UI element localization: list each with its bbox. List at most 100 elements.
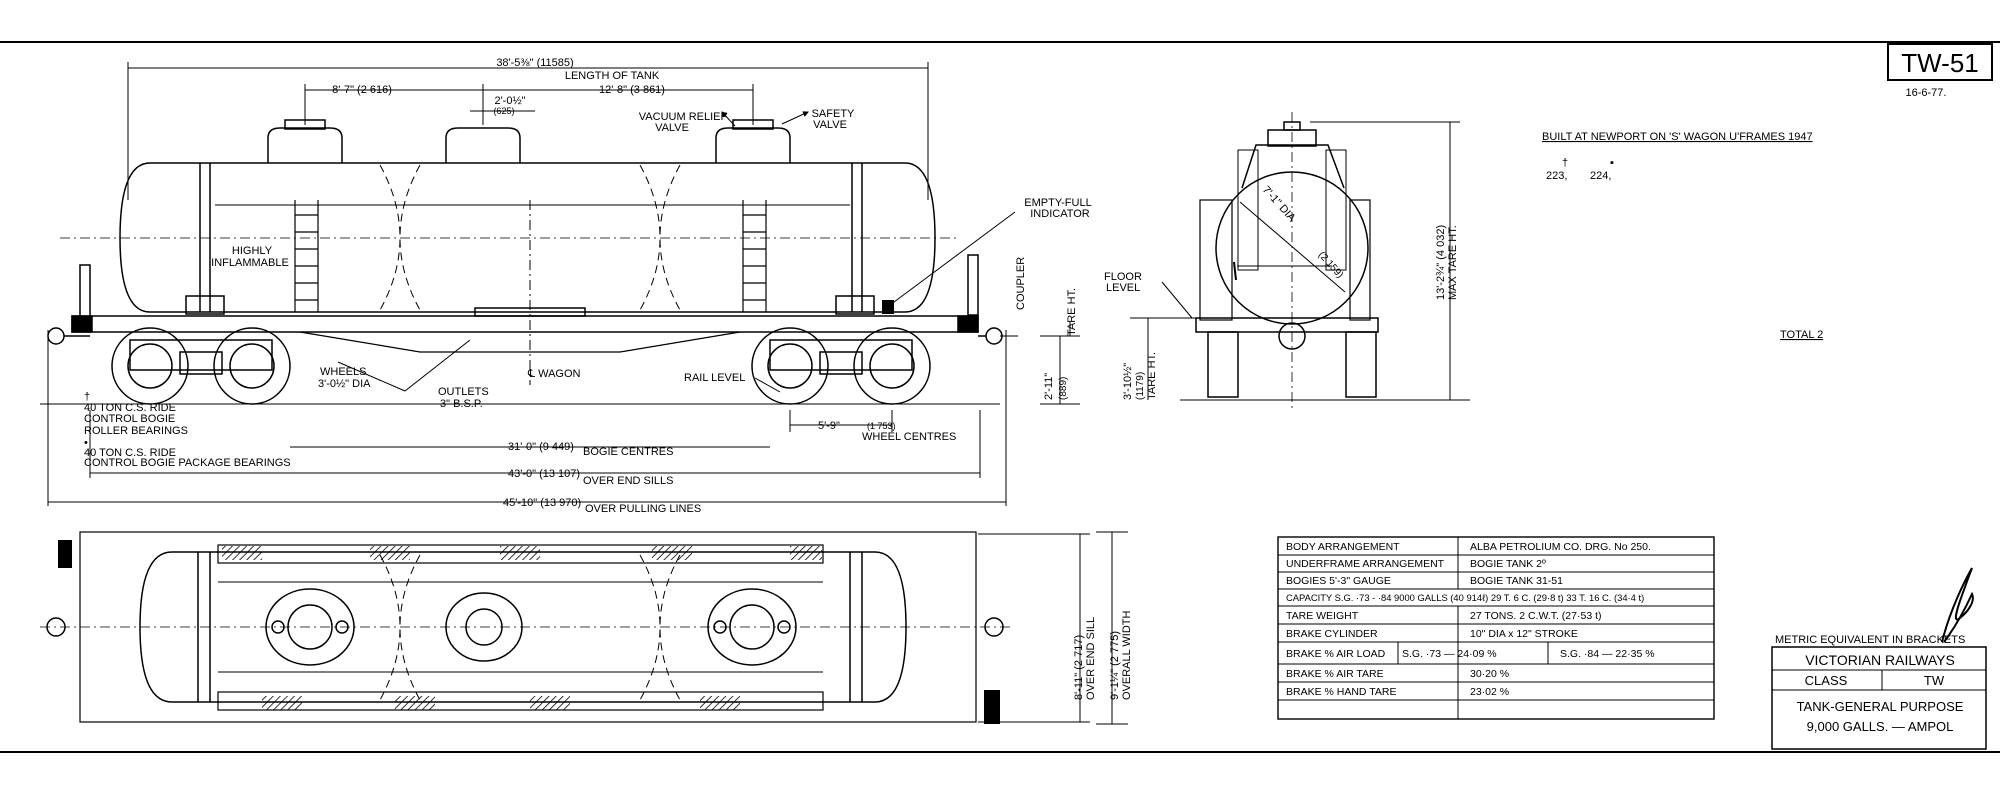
dome-centre (445, 127, 521, 163)
drawing-date: 16-6-77. (1906, 87, 1947, 99)
end-view-text: 7'-1" DIA (2 159) FLOOR LEVEL 3'-10½" (1… (1104, 184, 1459, 400)
dim-end-sill-width: 8'-11" (2 717) (1073, 635, 1085, 700)
build-note: BUILT AT NEWPORT ON 'S' WAGON U'FRAMES 1… (1542, 131, 1813, 143)
svg-text:23·02 %: 23·02 % (1470, 686, 1509, 698)
spec-body-arrangement: BODY ARRANGEMENT (1286, 541, 1400, 553)
dim-max-tare-height: 13'-2¾" (4 032) (1435, 225, 1447, 300)
bogie-right (751, 327, 931, 405)
svg-text:40 TON C.S. RIDE: 40 TON C.S. RIDE (84, 447, 176, 459)
build-info: BUILT AT NEWPORT ON 'S' WAGON U'FRAMES 1… (1542, 131, 1823, 341)
svg-text:(1179): (1179) (1135, 372, 1146, 400)
dim-overall-width: 9'-1¼" (2 775) (1109, 631, 1121, 700)
drawing-number-box: TW-51 16-6-77. (1887, 43, 1993, 99)
svg-text:(1 753): (1 753) (867, 421, 896, 431)
spec-tare-weight: TARE WEIGHT (1286, 610, 1359, 622)
label-outlets: OUTLETS (438, 386, 489, 398)
signature-mark (1941, 567, 1974, 643)
tank-body (119, 162, 936, 313)
spec-capacity: CAPACITY S.G. ·73 - ·84 9000 GALLS (40 9… (1286, 592, 1644, 603)
dim-tank-diameter: 7'-1" DIA (1260, 184, 1298, 225)
svg-text:(2 159): (2 159) (1316, 250, 1345, 281)
svg-text:BOGIE TANK 31-51: BOGIE TANK 31-51 (1470, 575, 1563, 587)
underframe-sole-bar (71, 315, 979, 333)
svg-text:BOGIE CENTRES: BOGIE CENTRES (583, 446, 673, 458)
svg-text:40 TON C.S. RIDE: 40 TON C.S. RIDE (84, 402, 176, 414)
wagon-capacity-owner: 9,000 GALLS. — AMPOL (1807, 719, 1954, 734)
label-coupler: COUPLER (1015, 257, 1027, 310)
dim-wheel-centres: 5'-9" (818, 420, 840, 432)
svg-text:ROLLER BEARINGS: ROLLER BEARINGS (84, 425, 188, 437)
dim-end-sills: 43'-0" (13 107) (508, 468, 580, 480)
dim-floor-height: 3'-10½" (1122, 363, 1134, 400)
svg-text:VALVE: VALVE (655, 122, 689, 134)
dome-right (715, 127, 791, 163)
dim-tank-length-label: LENGTH OF TANK (565, 70, 660, 82)
spec-brake-cylinder: BRAKE CYLINDER (1286, 628, 1378, 640)
spec-brake-air-tare: BRAKE % AIR TARE (1286, 668, 1384, 680)
ladder-left (294, 200, 319, 312)
svg-text:ALBA PETROLIUM CO. DRG. No 250: ALBA PETROLIUM CO. DRG. No 250. (1470, 541, 1651, 553)
svg-text:CONTROL BOGIE: CONTROL BOGIE (84, 413, 175, 425)
plan-hatching (58, 540, 1000, 724)
svg-text:TARE HT.: TARE HT. (1146, 352, 1158, 400)
class-label: CLASS (1805, 673, 1848, 688)
svg-text:3'-0½" DIA: 3'-0½" DIA (318, 378, 371, 390)
dim-dome-right: 12'-8" (3 861) (599, 84, 665, 96)
spec-underframe: UNDERFRAME ARRANGEMENT (1286, 558, 1445, 570)
underframe-truss (299, 331, 741, 353)
dim-dome-width-metric: (625) (493, 106, 514, 116)
spec-bogies: BOGIES 5'-3" GAUGE (1286, 575, 1391, 587)
svg-text:VALVE: VALVE (813, 119, 847, 131)
railway-name: VICTORIAN RAILWAYS (1805, 652, 1955, 668)
plan-coupler-left (46, 617, 66, 637)
svg-text:CONTROL BOGIE PACKAGE BEARINGS: CONTROL BOGIE PACKAGE BEARINGS (84, 457, 291, 469)
end-view-floor (1195, 317, 1379, 333)
svg-text:INFLAMMABLE: INFLAMMABLE (211, 257, 289, 269)
label-rail-level: RAIL LEVEL (684, 372, 745, 384)
plan-view-text: 8'-11" (2 717) OVER END SILL 9'-1¼" (2 7… (1073, 611, 1133, 700)
side-elevation-view (40, 119, 1003, 405)
svg-text:OVER PULLING LINES: OVER PULLING LINES (585, 503, 701, 515)
label-safety-valve: SAFETY (812, 108, 855, 120)
dim-bogie-centres: 31'-0" (9 449) (508, 441, 574, 453)
wagon-number-223: 223, (1546, 170, 1567, 182)
bogie-left (111, 327, 291, 405)
spec-brake-air-load: BRAKE % AIR LOAD (1286, 648, 1386, 660)
dome-left (267, 127, 343, 163)
label-tare-ht: TARE HT. (1066, 288, 1078, 336)
label-vacuum-relief: VACUUM RELIEF (639, 111, 728, 123)
dim-coupler-height: 2'-11" (1043, 373, 1055, 400)
dim-dome-width: 2'-0½" (494, 95, 525, 107)
svg-text:OVERALL WIDTH: OVERALL WIDTH (1121, 611, 1133, 700)
class-value: TW (1924, 673, 1945, 688)
svg-text:27 TONS. 2 C.W.T. (27·53 t): 27 TONS. 2 C.W.T. (27·53 t) (1470, 610, 1602, 622)
title-block: METRIC EQUIVALENT IN BRACKETS VICTORIAN … (1771, 567, 1987, 750)
svg-text:BOGIE TANK 2º: BOGIE TANK 2º (1470, 558, 1546, 570)
wagon-description: TANK-GENERAL PURPOSE (1797, 699, 1964, 714)
spec-table (1277, 536, 1715, 720)
svg-text:▪: ▪ (1610, 157, 1614, 169)
plan-tank-outline (139, 551, 907, 703)
label-highly-inflammable: HIGHLY (232, 245, 273, 257)
plan-walkway-top (217, 544, 824, 564)
spec-table-text: BODY ARRANGEMENT ALBA PETROLIUM CO. DRG.… (1286, 541, 1655, 698)
svg-text:3" B.S.P.: 3" B.S.P. (440, 398, 483, 410)
svg-text:10" DIA x 12" STROKE: 10" DIA x 12" STROKE (1470, 628, 1578, 640)
indicator-block (882, 300, 894, 314)
svg-text:S.G. ·84 — 22·35 %: S.G. ·84 — 22·35 % (1560, 648, 1655, 660)
bearing-notes: † 40 TON C.S. RIDE CONTROL BOGIE ROLLER … (84, 391, 291, 469)
label-empty-full-indicator: EMPTY-FULL (1024, 197, 1091, 209)
svg-text:30·20 %: 30·20 % (1470, 668, 1509, 680)
svg-text:LEVEL: LEVEL (1106, 282, 1140, 294)
drawing-number: TW-51 (1901, 48, 1979, 78)
dim-pulling-lines: 45'-10" (13 970) (503, 497, 581, 509)
plan-view (40, 531, 1128, 725)
end-elevation-view (1130, 112, 1470, 410)
total-count: TOTAL 2 (1780, 329, 1823, 341)
svg-text:MAX TARE HT.: MAX TARE HT. (1447, 225, 1459, 300)
plan-coupler-right (984, 617, 1004, 637)
svg-text:OVER END SILLS: OVER END SILLS (583, 475, 673, 487)
plan-walkway-bottom (217, 691, 824, 711)
